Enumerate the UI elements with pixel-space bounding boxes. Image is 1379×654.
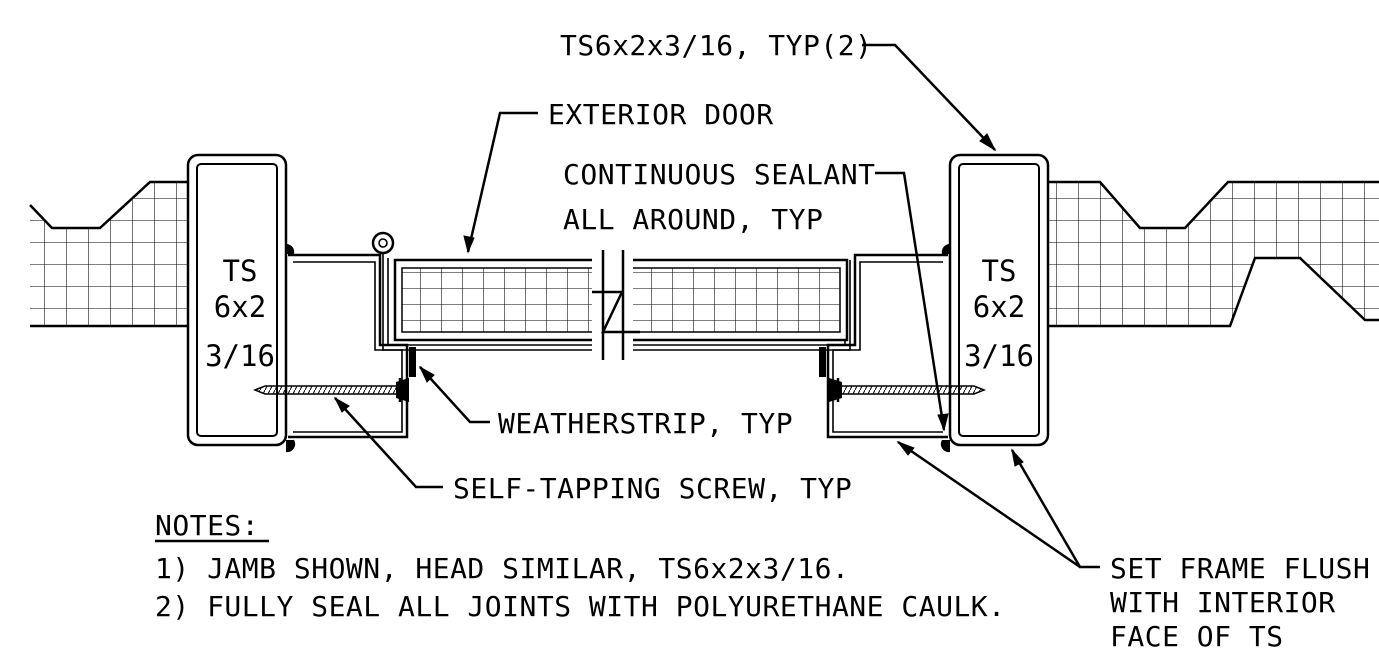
notes-block: NOTES: 1) JAMB SHOWN, HEAD SIMILAR, TS6x… [155, 509, 1006, 623]
left-tube-steel [186, 153, 288, 447]
left-tube-label: TS 6x2 3/16 [205, 254, 275, 373]
note-item: 1) JAMB SHOWN, HEAD SIMILAR, TS6x2x3/16. [155, 552, 849, 585]
right-wall-insulation [1045, 180, 1379, 328]
callout-exterior-door: EXTERIOR DOOR [548, 98, 774, 131]
right-screw [829, 378, 987, 402]
weatherstrips [409, 347, 826, 377]
callout-sealant-line1: CONTINUOUS SEALANT [563, 158, 875, 191]
note-item: 2) FULLY SEAL ALL JOINTS WITH POLYURETHA… [155, 590, 1006, 623]
callout-frame-line1: SET FRAME FLUSH [1110, 552, 1370, 585]
hinge [371, 231, 395, 255]
callout-ts-typ: TS6x2x3/16, TYP(2) [560, 29, 872, 62]
callout-screw: SELF-TAPPING SCREW, TYP [453, 472, 852, 505]
callout-sealant-line2: ALL AROUND, TYP [563, 203, 823, 236]
callout-frame-line2: WITH INTERIOR [1110, 586, 1336, 619]
svg-text:TS: TS [223, 254, 258, 288]
notes-title: NOTES: [155, 509, 259, 542]
right-tube-label: TS 6x2 3/16 [964, 254, 1034, 373]
right-tube-steel [948, 153, 1050, 447]
svg-text:TS: TS [982, 254, 1017, 288]
left-screw [252, 378, 409, 402]
svg-text:3/16: 3/16 [964, 339, 1034, 373]
svg-text:3/16: 3/16 [205, 339, 275, 373]
leader-lines [333, 43, 1100, 569]
svg-text:6x2: 6x2 [214, 290, 266, 324]
left-door-frame [288, 253, 409, 439]
callout-frame-line3: FACE OF TS [1110, 620, 1284, 653]
callout-weatherstrip: WEATHERSTRIP, TYP [498, 407, 793, 440]
sealant-beads [286, 243, 950, 453]
left-wall-insulation [29, 180, 190, 328]
svg-text:6x2: 6x2 [973, 290, 1025, 324]
door-leaf [382, 250, 851, 362]
